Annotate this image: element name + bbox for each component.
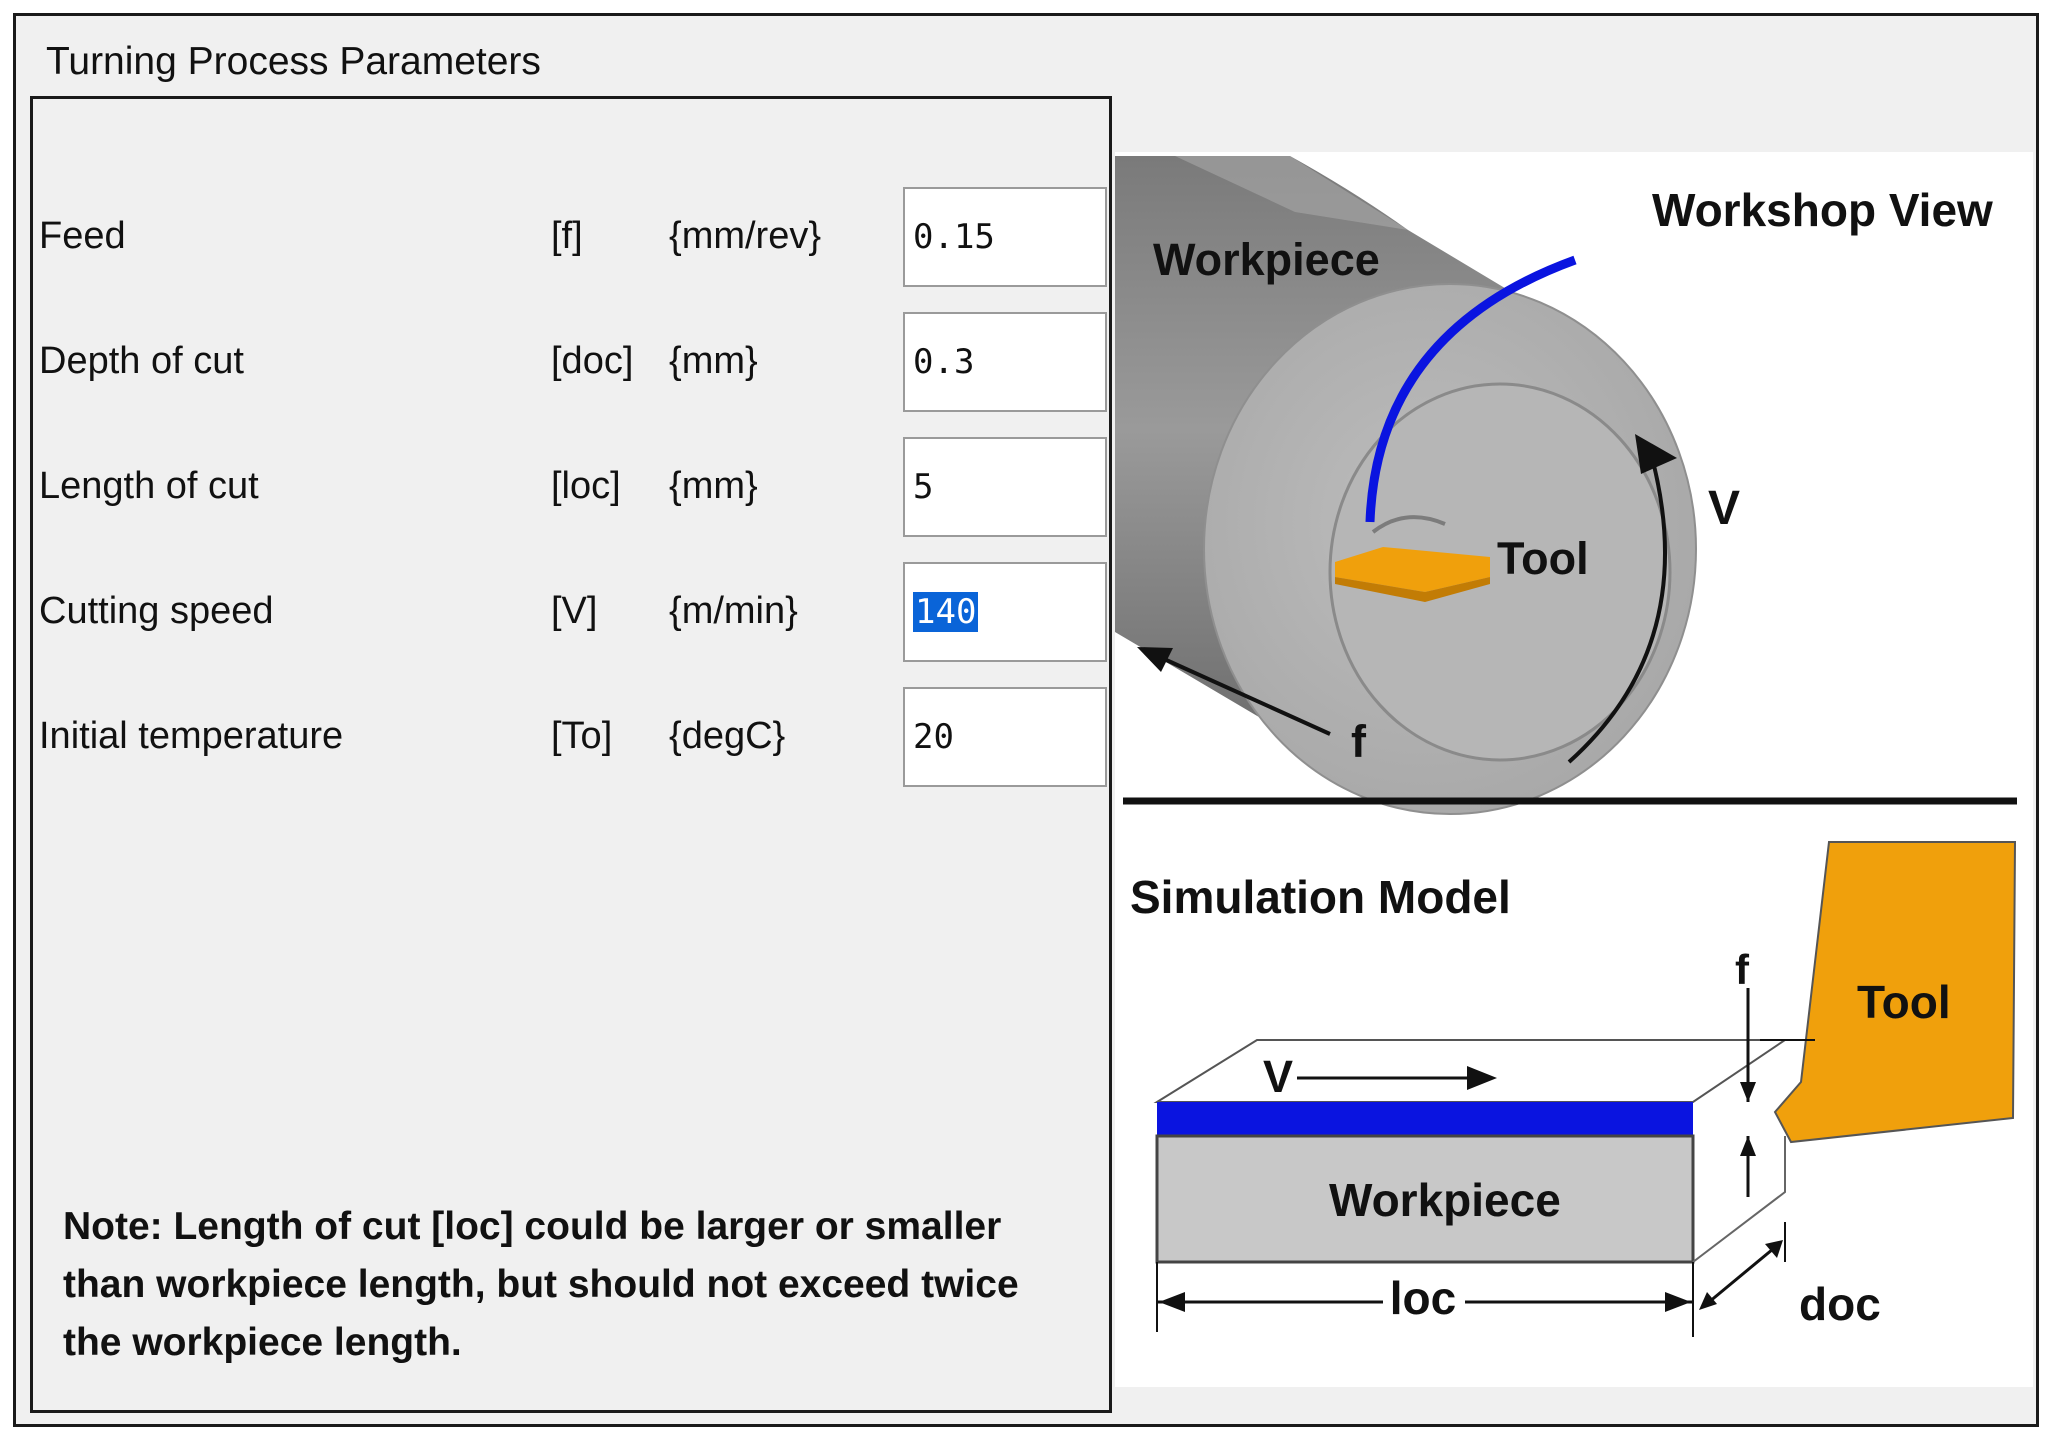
workpiece-cylinder-highlight	[1175, 156, 1408, 230]
cutting-speed-input-value: 140	[913, 592, 979, 632]
workshop-workpiece-label: Workpiece	[1153, 234, 1380, 285]
workshop-tool-insert-side	[1335, 577, 1490, 602]
param-label: Depth of cut	[39, 340, 244, 382]
cutting-speed-input[interactable]: 140	[903, 562, 1107, 662]
sim-loc-label: loc	[1390, 1272, 1456, 1324]
sim-workpiece-front	[1155, 1134, 1695, 1264]
sim-feed-arrowhead-down	[1740, 1082, 1756, 1102]
param-unit: {mm/rev}	[669, 215, 822, 257]
sim-loc-arrowhead-right	[1665, 1292, 1691, 1312]
param-symbol: [doc]	[551, 340, 634, 382]
sim-speed-arrowhead	[1467, 1066, 1497, 1090]
sim-workpiece-label: Workpiece	[1329, 1174, 1561, 1226]
sim-doc-arrowhead-upper	[1765, 1240, 1783, 1258]
depth-of-cut-input[interactable]: 0.3	[903, 312, 1107, 412]
feed-arrowhead	[1137, 647, 1173, 672]
param-row-length-of-cut: Length of cut [loc] {mm} 5	[33, 437, 1113, 537]
param-label: Length of cut	[39, 465, 259, 507]
param-unit: {mm}	[669, 465, 758, 507]
param-row-feed: Feed [f] {mm/rev} 0.15	[33, 187, 1113, 287]
param-symbol: [V]	[551, 590, 598, 632]
param-symbol: [To]	[551, 715, 613, 757]
initial-temperature-input-value: 20	[913, 717, 954, 757]
param-unit: {mm}	[669, 340, 758, 382]
param-label: Feed	[39, 215, 126, 257]
workpiece-inner-face	[1328, 382, 1672, 762]
feed-input-value: 0.15	[913, 217, 995, 257]
feed-arrow-line	[1152, 652, 1331, 736]
sim-loc-arrowhead-left	[1159, 1292, 1185, 1312]
length-of-cut-input-value: 5	[913, 467, 934, 507]
length-of-cut-input[interactable]: 5	[903, 437, 1107, 537]
sim-tool	[1773, 841, 2017, 1144]
workshop-tool-label: Tool	[1497, 533, 1589, 584]
param-label: Cutting speed	[39, 590, 274, 632]
simulation-model-title: Simulation Model	[1130, 871, 1511, 923]
rotation-arrowhead	[1635, 434, 1677, 474]
sim-workpiece-side-edges	[1692, 1136, 1786, 1263]
sim-tool-label: Tool	[1857, 976, 1951, 1028]
sim-doc-label: doc	[1799, 1278, 1881, 1330]
depth-of-cut-input-value: 0.3	[913, 342, 975, 382]
param-unit: {m/min}	[669, 590, 798, 632]
workshop-view-title: Workshop View	[1652, 184, 1993, 236]
workshop-speed-label: V	[1708, 482, 1740, 535]
initial-temperature-input[interactable]: 20	[903, 687, 1107, 787]
workshop-feed-label: f	[1351, 716, 1367, 767]
workpiece-groove	[1371, 515, 1446, 534]
param-row-cutting-speed: Cutting speed [V] {m/min} 140	[33, 562, 1113, 662]
param-row-initial-temperature: Initial temperature [To] {degC} 20	[33, 687, 1113, 787]
param-row-depth-of-cut: Depth of cut [doc] {mm} 0.3	[33, 312, 1113, 412]
sim-doc-arrowhead-lower	[1699, 1292, 1717, 1310]
param-symbol: [loc]	[551, 465, 621, 507]
chip-arc	[1365, 255, 1577, 523]
sim-chip-layer	[1157, 1102, 1693, 1136]
sim-feed-label: f	[1735, 946, 1750, 993]
parameter-panel: Feed [f] {mm/rev} 0.15 Depth of cut [doc…	[30, 96, 1112, 1413]
process-diagram: Workshop View Workpiece Tool V f Simulat…	[1115, 152, 2033, 1387]
sim-doc-line	[1702, 1242, 1780, 1309]
sim-speed-label: V	[1263, 1051, 1293, 1102]
feed-input[interactable]: 0.15	[903, 187, 1107, 287]
param-label: Initial temperature	[39, 715, 344, 757]
rotation-arrow	[1567, 449, 1667, 764]
window-title: Turning Process Parameters	[46, 40, 541, 83]
note-text: Note: Length of cut [loc] could be large…	[63, 1205, 1019, 1364]
param-symbol: [f]	[551, 215, 583, 257]
workshop-tool-insert	[1335, 547, 1490, 592]
param-unit: {degC}	[669, 715, 786, 757]
diagram-svg: Workshop View Workpiece Tool V f Simulat…	[1115, 156, 2017, 1337]
